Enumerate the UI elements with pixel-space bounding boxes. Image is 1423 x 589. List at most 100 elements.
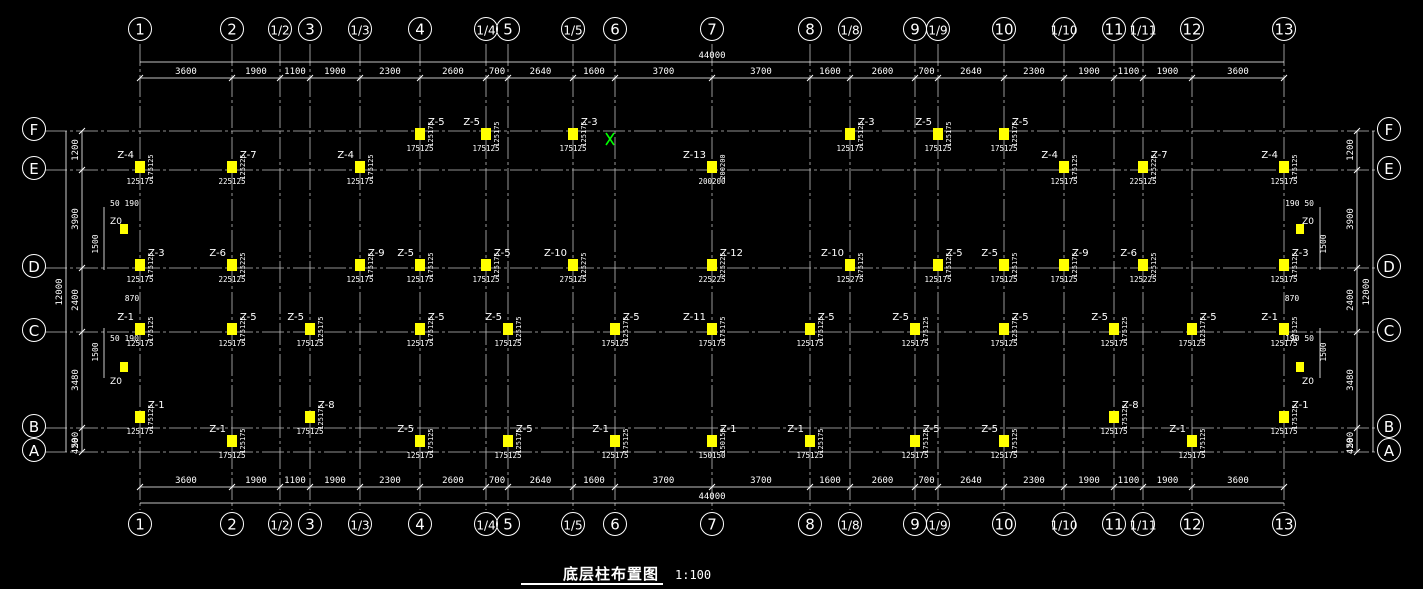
column-z-5 [805,323,815,335]
bottom-span-label: 1900 [1078,476,1100,486]
column-z-6 [1138,259,1148,271]
right-vtick [1353,448,1361,456]
axis-bubble-label: 6 [610,21,620,39]
bottom-tick [911,483,919,491]
axis-bubble-label: 6 [610,516,620,534]
column-dim-y: 125175 [1011,121,1019,146]
left-vtick [78,264,86,272]
axis-bubble-bottom-11 [1102,512,1126,536]
bottom-span-label: 1900 [245,476,267,486]
top-tick [1280,74,1288,82]
axis-bubble-bottom-1/5 [561,512,585,536]
bottom-span-label: 1900 [1157,476,1179,486]
bottom-span-label: 2600 [872,476,894,486]
column-z-3 [845,128,855,140]
column-dim-y: 175125 [1121,404,1129,429]
left-vspan-label: 3900 [71,208,81,230]
column-dim-y: 175125 [922,428,930,453]
column-z-4 [135,161,145,173]
top-span-label: 2600 [872,67,894,77]
right-vtick [1353,264,1361,272]
column-dim-y: 175125 [857,121,865,146]
left-detail-dim: 1500 [91,234,100,253]
column-dim-x: 125175 [1270,177,1297,186]
bottom-span-label: 1600 [583,476,605,486]
column-dim-y: 125175 [515,316,523,341]
column-z-4 [1279,161,1289,173]
column-dim-x: 125175 [346,177,373,186]
axis-bubble-label: 8 [805,516,815,534]
column-label: Z-1 [720,424,737,435]
axis-bubble-bottom-2 [220,512,244,536]
column-dim-y: 125175 [1011,316,1019,341]
axis-bubble-label: 5 [503,516,513,534]
top-tick [504,74,512,82]
column-dim-x: 225125 [218,177,245,186]
axis-bubble-label: E [29,160,38,178]
axis-bubble-bottom-6 [603,512,627,536]
axis-bubble-right-E [1377,156,1401,180]
axis-bubble-label: 3 [305,516,315,534]
column-dim-y: 175125 [1291,154,1299,179]
top-tick [708,74,716,82]
column-z-4 [355,161,365,173]
axis-bubble-label: 7 [707,516,717,534]
column-dim-y: 125175 [945,121,953,146]
column-dim-x: 175125 [924,144,951,153]
column-dim-y: 125175 [427,121,435,146]
column-dim-x: 175125 [559,144,586,153]
top-span-label: 1900 [324,67,346,77]
column-dim-y: 225225 [719,252,727,277]
column-z-3 [135,259,145,271]
axis-bubble-top-11 [1102,17,1126,41]
top-tick [136,74,144,82]
axis-bubble-bottom-8 [798,512,822,536]
column-label: Z-5 [818,312,835,323]
column-dim-y: 175125 [1071,154,1079,179]
column-z-1 [707,435,717,447]
column-dim-y: 175125 [239,316,247,341]
column-dim-x: 175125 [796,451,823,460]
bottom-tick [1110,483,1118,491]
right-detail-column [1296,362,1304,372]
axis-bubble-label: 12 [1182,21,1201,39]
right-vspan-label: 2400 [1346,289,1356,311]
left-vtick [78,424,86,432]
axis-bubble-label: 9 [910,516,920,534]
column-z-5 [503,323,513,335]
column-dim-x: 125175 [1100,427,1127,436]
column-dim-x: 125175 [901,451,928,460]
column-dim-y: 125175 [580,121,588,146]
column-z-5 [481,259,491,271]
bottom-tick [708,483,716,491]
bottom-total-label: 44000 [698,492,725,502]
column-label: Z-4 [1261,150,1278,161]
column-dim-y: 225125 [1150,252,1158,277]
column-label: Z-1 [1169,424,1186,435]
axis-bubble-top-1 [128,17,152,41]
column-label: Z-5 [494,248,511,259]
column-z-1 [135,411,145,423]
top-span-label: 700 [918,67,934,77]
axis-bubble-label: 1/3 [350,519,369,533]
column-label: Z-1 [148,400,165,411]
column-dim-x: 175125 [990,339,1017,348]
top-tick [934,74,942,82]
column-dim-x: 175125 [990,275,1017,284]
bottom-span-label: 1600 [819,476,841,486]
column-dim-y: 125225 [1150,154,1158,179]
axis-bubble-top-10 [992,17,1016,41]
column-dim-x: 125175 [406,339,433,348]
bottom-tick [846,483,854,491]
axis-bubble-left-E [22,156,46,180]
column-label: Z-1 [1292,400,1309,411]
column-dim-x: 125175 [796,339,823,348]
top-span-label: 1100 [1118,67,1140,77]
column-z-12 [707,259,717,271]
top-span-label: 3600 [175,67,197,77]
top-tick [306,74,314,82]
column-dim-x: 125175 [1270,427,1297,436]
title-underline [521,583,663,585]
column-dim-x: 175175 [698,339,725,348]
top-total-label: 44000 [698,51,725,61]
